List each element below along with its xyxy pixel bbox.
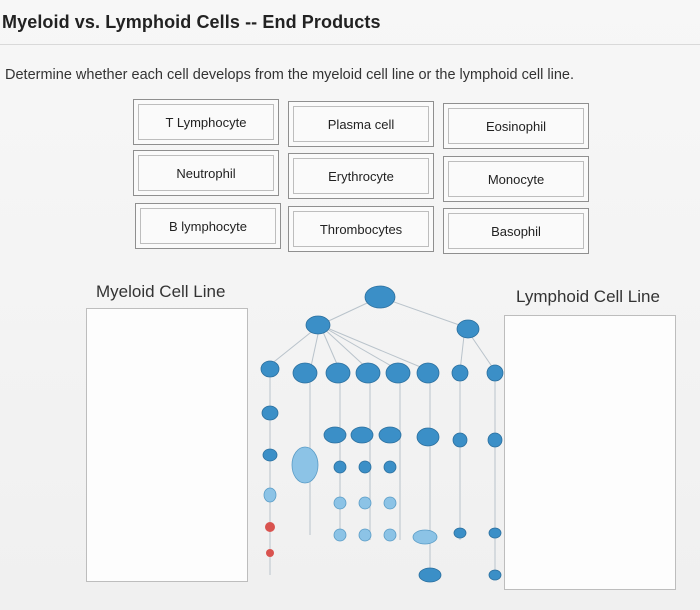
tile-label: Erythrocyte <box>328 168 394 184</box>
tile-label: T Lymphocyte <box>165 114 247 130</box>
tile-monocyte[interactable]: Monocyte <box>443 156 589 202</box>
page-title: Myeloid vs. Lymphoid Cells -- End Produc… <box>2 12 381 32</box>
tile-label: Neutrophil <box>176 165 236 181</box>
tile-t-lymphocyte[interactable]: T Lymphocyte <box>133 99 279 145</box>
tile-label: Basophil <box>491 223 541 239</box>
hematopoiesis-diagram-icon <box>260 285 504 583</box>
tile-label: Thrombocytes <box>319 221 403 237</box>
tile-thrombocytes[interactable]: Thrombocytes <box>288 206 434 252</box>
lymphoid-zone-label: Lymphoid Cell Line <box>516 287 660 306</box>
tile-plasma-cell[interactable]: Plasma cell <box>288 101 434 147</box>
tile-b-lymphocyte[interactable]: B lymphocyte <box>135 203 281 249</box>
myeloid-zone-label: Myeloid Cell Line <box>96 282 226 301</box>
myeloid-drop-zone[interactable] <box>86 308 248 582</box>
tile-basophil[interactable]: Basophil <box>443 208 589 254</box>
tile-neutrophil[interactable]: Neutrophil <box>133 150 279 196</box>
tile-label: Plasma cell <box>327 116 395 132</box>
tile-label: Eosinophil <box>486 118 546 134</box>
tile-label: Monocyte <box>487 171 545 187</box>
instructions: Determine whether each cell develops fro… <box>5 67 574 83</box>
tile-erythrocyte[interactable]: Erythrocyte <box>288 153 434 199</box>
tile-label: B lymphocyte <box>168 218 248 234</box>
lymphoid-drop-zone[interactable] <box>504 315 676 590</box>
title-divider <box>0 44 700 45</box>
tile-eosinophil[interactable]: Eosinophil <box>443 103 589 149</box>
